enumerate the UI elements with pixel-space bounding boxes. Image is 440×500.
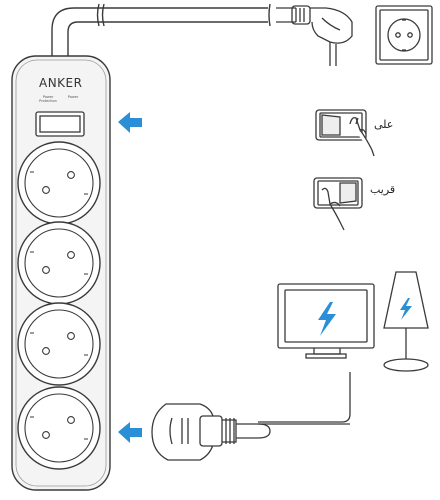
input-cable bbox=[51, 3, 271, 56]
strip-switch[interactable] bbox=[35, 111, 85, 137]
label-on: على bbox=[374, 118, 394, 131]
arrow-plug-icon bbox=[118, 422, 142, 443]
socket-3 bbox=[17, 302, 101, 386]
socket-2 bbox=[17, 221, 101, 305]
wall-plug bbox=[276, 5, 353, 66]
socket-1 bbox=[17, 141, 101, 225]
wall-socket bbox=[375, 5, 433, 65]
socket-4 bbox=[17, 386, 101, 470]
switch-off-illustration bbox=[313, 177, 363, 231]
switch-label-left: Power Protection bbox=[39, 95, 57, 103]
monitor-lightning-icon bbox=[318, 302, 336, 336]
monitor bbox=[258, 283, 375, 423]
arrow-switch-icon bbox=[118, 112, 142, 133]
plug-connector bbox=[151, 403, 350, 461]
brand-logo: ANKER bbox=[39, 76, 83, 90]
switch-label-right: Power bbox=[67, 95, 79, 99]
lamp bbox=[383, 271, 429, 372]
lamp-lightning-icon bbox=[400, 298, 412, 320]
switch-on-illustration bbox=[315, 109, 375, 157]
label-off: قريب bbox=[370, 183, 396, 196]
